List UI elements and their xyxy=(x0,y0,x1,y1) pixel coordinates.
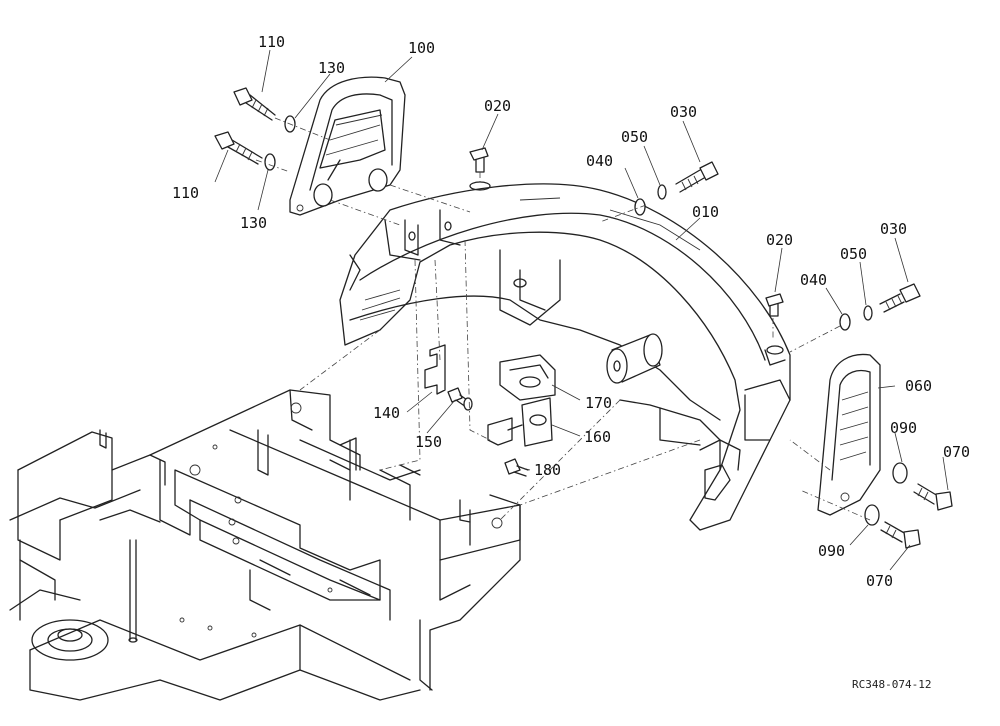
cover-060 xyxy=(817,353,881,516)
drawing-reference: RC348-074-12 xyxy=(852,678,931,691)
label-140: 140 xyxy=(373,404,400,422)
label-070-upper: 070 xyxy=(943,443,970,461)
label-170: 170 xyxy=(585,394,612,412)
label-030-lower: 030 xyxy=(880,220,907,238)
label-050-upper: 050 xyxy=(621,128,648,146)
label-010: 010 xyxy=(692,203,719,221)
label-090-upper: 090 xyxy=(890,419,917,437)
label-020-lower: 020 xyxy=(766,231,793,249)
label-180: 180 xyxy=(534,461,561,479)
label-150: 150 xyxy=(415,433,442,451)
label-090-lower: 090 xyxy=(818,542,845,560)
part-labels: 110 130 100 110 130 020 040 050 030 010 … xyxy=(172,33,970,691)
label-110-lower: 110 xyxy=(172,184,199,202)
frame-assembly xyxy=(9,389,521,701)
label-030-upper: 030 xyxy=(670,103,697,121)
label-130-upper: 130 xyxy=(318,59,345,77)
label-110-upper: 110 xyxy=(258,33,285,51)
cover-100 xyxy=(289,76,406,216)
label-070-lower: 070 xyxy=(866,572,893,590)
leader-lines xyxy=(214,49,949,571)
assembly-lines xyxy=(255,117,871,521)
label-050-lower: 050 xyxy=(840,245,867,263)
label-020-upper: 020 xyxy=(484,97,511,115)
label-060: 060 xyxy=(905,377,932,395)
counterweight-010 xyxy=(339,181,791,531)
label-130-lower: 130 xyxy=(240,214,267,232)
label-040-upper: 040 xyxy=(586,152,613,170)
label-160: 160 xyxy=(584,428,611,446)
label-040-lower: 040 xyxy=(800,271,827,289)
label-100: 100 xyxy=(408,39,435,57)
